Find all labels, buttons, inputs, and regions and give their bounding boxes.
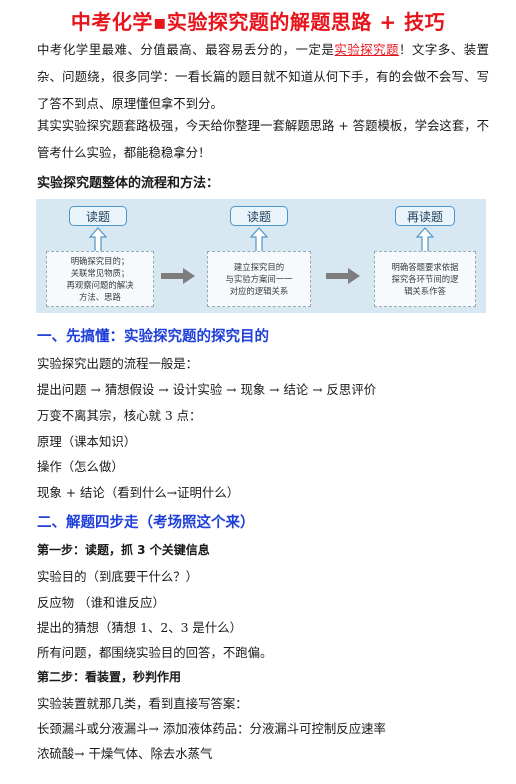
section-1-line: 原理（课本知识）	[37, 434, 137, 449]
stage-1-note: 明确探究目的； 关联常见物质； 再观察问题的解决 方法、思路	[46, 251, 154, 307]
step-1-line: 所有问题，都围绕实验目的回答，不跑偏。	[37, 645, 273, 660]
stage-2-note: 建立探究目的 与实验方案间一一 对应的逻辑关系	[207, 251, 311, 307]
intro-paragraph-1: 中考化学里最难、分值最高、最容易丢分的，一定是实验探究题！文字多、装置杂、问题绕…	[37, 36, 489, 117]
step-2-line: 实验装置就那几类，看到直接写答案：	[37, 696, 248, 711]
section-1-line: 操作（怎么做）	[37, 459, 124, 474]
step-1-line: 提出的猜想（猜想 1、2、3 是什么）	[37, 620, 242, 635]
intro-text-1b: ！文字多、装置杂、问题绕，很多同学：一看长篇的题目就不知道从何下手，有的会做不会…	[37, 42, 490, 111]
up-arrow-icon	[249, 227, 269, 253]
up-arrow-icon	[88, 227, 108, 253]
stage-3-note: 明确答题要求依据 探究各环节间的逻 辑关系作答	[374, 251, 476, 307]
section-2-heading: 二、解题四步走（考场照这个来）	[37, 515, 255, 531]
overview-heading: 实验探究题整体的流程和方法：	[37, 176, 220, 191]
stage-1-label: 读题	[69, 206, 127, 226]
highlight-link[interactable]: 实验探究题	[334, 42, 400, 57]
right-arrow-icon	[161, 268, 195, 284]
section-1-line: 万变不离其宗，核心就 3 点：	[37, 408, 202, 423]
intro-text-1a: 中考化学里最难、分值最高、最容易丢分的，一定是	[37, 42, 335, 57]
step-2-line: 浓硫酸→ 干燥气体、除去水蒸气	[37, 746, 213, 761]
step-1-line: 反应物 （谁和谁反应）	[37, 595, 165, 610]
right-arrow-icon	[326, 268, 360, 284]
step-1-line: 实验目的（到底要干什么？）	[37, 569, 199, 584]
section-1-line: 提出问题 → 猜想假设 → 设计实验 → 现象 → 结论 → 反思评价	[37, 382, 377, 397]
step-2-title: 第二步：看装置，秒判作用	[37, 670, 182, 684]
step-1-title: 第一步：读题，抓 3 个关键信息	[37, 543, 210, 557]
intro-paragraph-2: 其实实验探究题套路极强，今天给你整理一套解题思路 + 答题模板，学会这套，不管考…	[37, 118, 489, 160]
up-arrow-icon	[415, 227, 435, 253]
stage-3-label: 再读题	[395, 206, 455, 226]
section-1-heading: 一、先搞懂：实验探究题的探究目的	[37, 329, 269, 345]
flow-diagram: 读题 明确探究目的； 关联常见物质； 再观察问题的解决 方法、思路 读题 建立探…	[36, 199, 486, 313]
step-2-line: 长颈漏斗或分液漏斗→ 添加液体药品：分液漏斗可控制反应速率	[37, 721, 386, 736]
stage-2-label: 读题	[230, 206, 288, 226]
page-title: 中考化学▪实验探究题的解题思路 + 技巧	[70, 10, 446, 34]
section-1-line: 实验探究出题的流程一般是：	[37, 356, 199, 371]
section-1-line: 现象 + 结论（看到什么→证明什么）	[37, 485, 240, 500]
